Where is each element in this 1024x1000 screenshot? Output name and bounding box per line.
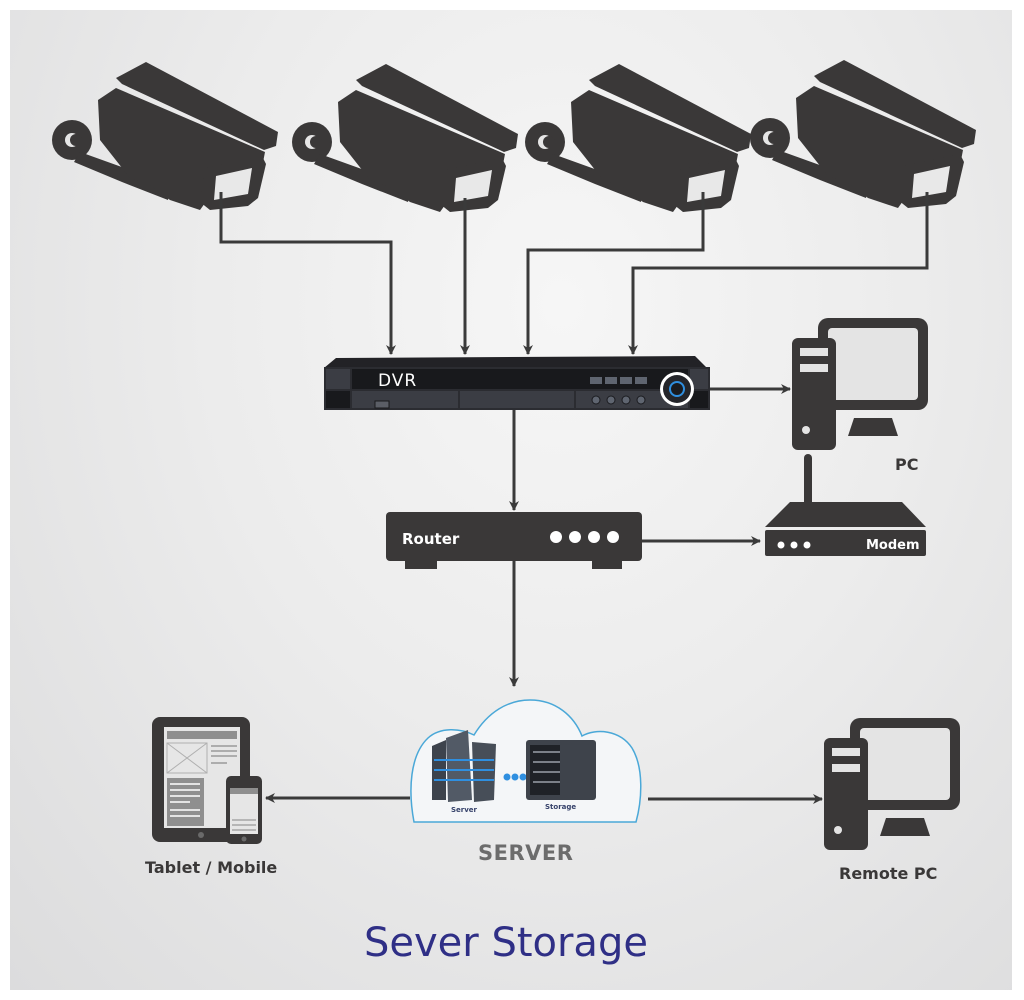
dvr-label: DVR bbox=[378, 371, 418, 391]
connection-camera-1-dvr bbox=[219, 192, 396, 355]
tablet-mobile-icon bbox=[152, 717, 262, 844]
server-caption: Server bbox=[451, 806, 478, 814]
storage-caption: Storage bbox=[545, 803, 577, 811]
cctv-camera-icon bbox=[525, 64, 751, 212]
server-label: SERVER bbox=[478, 841, 574, 865]
camera-connections bbox=[219, 192, 929, 355]
router-label: Router bbox=[402, 530, 460, 548]
cctv-camera-icon bbox=[292, 64, 518, 212]
wifi-modem-icon bbox=[765, 454, 926, 556]
cctv-camera-icon bbox=[750, 60, 976, 208]
page-title: Sever Storage bbox=[364, 920, 648, 966]
desktop-computer-icon bbox=[792, 318, 928, 450]
cloud-icon bbox=[410, 699, 642, 823]
router-icon bbox=[386, 512, 642, 569]
cctv-camera-icon bbox=[52, 62, 278, 210]
pc-label: PC bbox=[895, 455, 919, 474]
remote-pc-label: Remote PC bbox=[839, 864, 938, 883]
dvr-recorder-icon bbox=[324, 356, 710, 410]
modem-label: Modem bbox=[866, 538, 920, 553]
connection-camera-4-dvr bbox=[628, 192, 929, 355]
desktop-computer-icon bbox=[824, 718, 960, 850]
tablet-mobile-label: Tablet / Mobile bbox=[145, 858, 278, 877]
connection-camera-3-dvr bbox=[523, 192, 705, 355]
